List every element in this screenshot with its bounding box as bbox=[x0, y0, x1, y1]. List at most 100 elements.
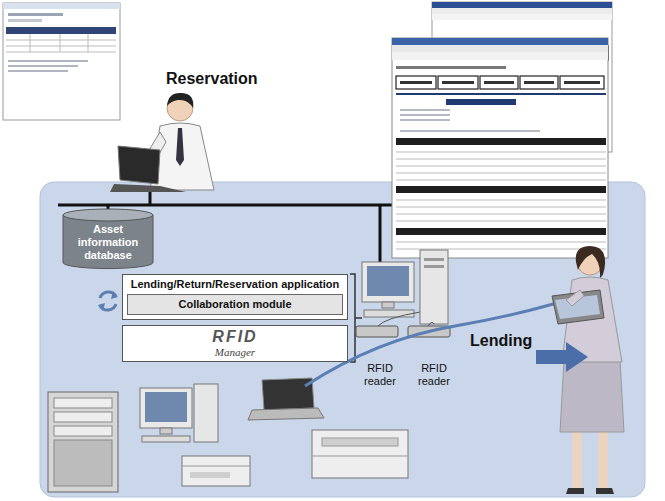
screenshot bbox=[396, 242, 606, 243]
server-rack bbox=[54, 412, 112, 422]
screenshot bbox=[396, 159, 606, 160]
screenshot bbox=[8, 19, 42, 22]
screenshot bbox=[396, 173, 606, 174]
screenshot bbox=[60, 34, 61, 52]
screenshot bbox=[6, 46, 116, 47]
screenshot bbox=[432, 8, 612, 14]
screenshot bbox=[396, 186, 606, 193]
computer-icon bbox=[367, 266, 409, 296]
person-figure bbox=[560, 360, 624, 432]
screenshot bbox=[396, 200, 606, 201]
screenshot bbox=[392, 38, 608, 258]
computer-icon bbox=[140, 384, 218, 442]
computer-icon bbox=[160, 428, 172, 434]
person-figure bbox=[576, 246, 605, 278]
screenshot bbox=[396, 76, 436, 89]
printer-icon bbox=[322, 438, 398, 446]
laptop-icon bbox=[248, 408, 324, 420]
computer-icon bbox=[382, 302, 394, 308]
sync-icon bbox=[98, 291, 118, 311]
sync-icon bbox=[111, 291, 118, 299]
screenshot bbox=[438, 76, 478, 89]
node-text: Lending/Return/Reservation application bbox=[127, 278, 343, 291]
text-label: RFID reader bbox=[358, 362, 402, 387]
screenshot bbox=[396, 152, 606, 180]
person-figure bbox=[566, 488, 584, 494]
system-region bbox=[40, 182, 645, 497]
screenshot bbox=[396, 200, 606, 221]
screenshot bbox=[400, 109, 540, 132]
screenshot bbox=[400, 119, 450, 121]
lending-arrow bbox=[536, 342, 588, 372]
screenshot bbox=[396, 249, 606, 250]
screenshot bbox=[396, 152, 606, 153]
rfid-reader-icon bbox=[356, 326, 398, 337]
scanner-icon bbox=[182, 456, 250, 486]
screenshot bbox=[400, 109, 450, 111]
application-box: Lending/Return/Reservation applicationCo… bbox=[122, 274, 348, 320]
scanner-icon bbox=[182, 466, 250, 467]
screenshot bbox=[480, 76, 518, 89]
screenshot bbox=[396, 93, 606, 95]
screenshot bbox=[8, 60, 88, 62]
computer-icon bbox=[194, 384, 218, 442]
text-label: Reservation bbox=[166, 70, 258, 88]
text-label: RFID reader bbox=[412, 362, 456, 387]
computer-icon bbox=[420, 250, 448, 324]
screenshot bbox=[392, 45, 608, 52]
screenshot bbox=[396, 76, 604, 89]
screenshot bbox=[396, 221, 606, 222]
screenshot bbox=[396, 228, 606, 235]
computer-icon bbox=[364, 310, 414, 317]
screenshot bbox=[8, 13, 63, 16]
screenshot bbox=[3, 3, 120, 120]
person-figure bbox=[167, 93, 193, 108]
person-figure bbox=[118, 146, 160, 184]
screenshot bbox=[484, 81, 514, 84]
screenshot bbox=[396, 207, 606, 208]
database-cylinder: Asset information database bbox=[62, 208, 154, 270]
screenshot bbox=[30, 34, 31, 52]
scanner-icon bbox=[190, 472, 230, 478]
screenshot bbox=[6, 40, 116, 41]
screenshot bbox=[8, 70, 68, 72]
screenshot bbox=[432, 2, 612, 8]
printer-icon bbox=[312, 430, 408, 478]
network-line bbox=[149, 190, 152, 205]
screenshot bbox=[6, 52, 116, 53]
screenshot bbox=[400, 130, 540, 132]
screenshot bbox=[6, 27, 116, 34]
server-rack bbox=[48, 392, 118, 492]
bracket bbox=[350, 274, 362, 362]
server-rack bbox=[48, 392, 118, 492]
logo-box: RFIDManager bbox=[122, 325, 348, 362]
computer-icon bbox=[424, 265, 444, 268]
screenshot bbox=[392, 52, 608, 60]
node-text: RFID bbox=[126, 329, 344, 346]
screenshot bbox=[396, 66, 506, 69]
screenshot bbox=[88, 34, 89, 52]
text-label: Lending bbox=[470, 332, 532, 350]
screenshot bbox=[396, 138, 606, 145]
server-rack bbox=[54, 426, 112, 436]
person-figure bbox=[572, 428, 582, 490]
person-figure bbox=[176, 128, 184, 166]
rfid-reader-icon bbox=[428, 322, 434, 326]
person-figure bbox=[596, 488, 614, 494]
sync-icon bbox=[98, 303, 105, 311]
person-figure bbox=[566, 290, 584, 306]
screenshot bbox=[400, 81, 432, 84]
person-figure bbox=[552, 246, 624, 494]
screenshot bbox=[432, 14, 612, 20]
screenshot bbox=[524, 81, 554, 84]
screenshot bbox=[6, 34, 116, 52]
network-line bbox=[379, 205, 382, 262]
screenshot bbox=[560, 76, 604, 89]
laptop-icon bbox=[262, 378, 314, 410]
computer-icon bbox=[362, 262, 414, 302]
computer-icon bbox=[145, 392, 187, 422]
database-cylinder bbox=[63, 215, 153, 269]
computer-icon bbox=[142, 436, 190, 442]
printer-icon bbox=[312, 430, 408, 478]
screenshot bbox=[392, 38, 608, 258]
